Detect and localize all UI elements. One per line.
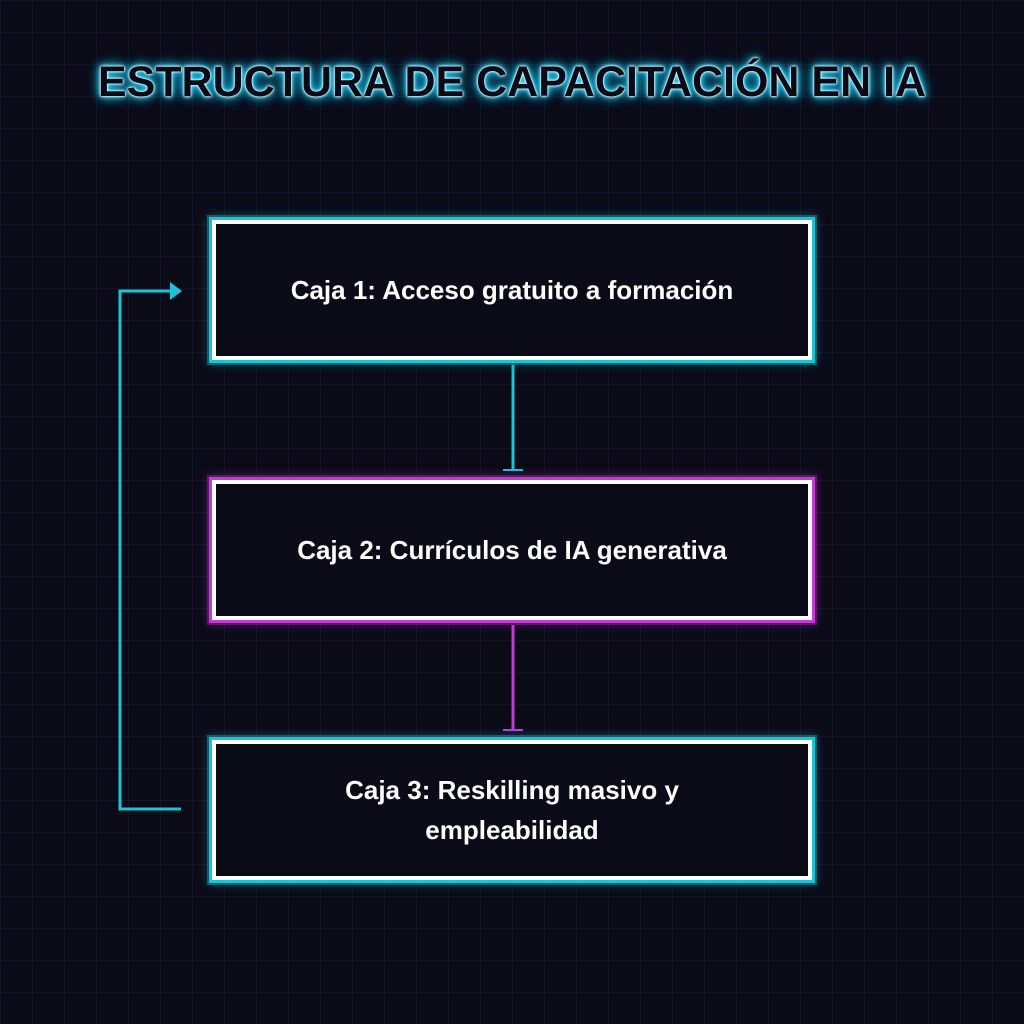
box-3-label: Caja 3: Reskilling masivo y empleabilida… xyxy=(345,775,679,845)
box-3: Caja 3: Reskilling masivo y empleabilida… xyxy=(212,740,812,880)
box-1: Caja 1: Acceso gratuito a formación xyxy=(212,220,812,360)
box-2: Caja 2: Currículos de IA generativa xyxy=(212,480,812,620)
feedback-loop-arrowhead xyxy=(170,282,182,300)
box-2-label: Caja 2: Currículos de IA generativa xyxy=(297,535,727,565)
box-1-label: Caja 1: Acceso gratuito a formación xyxy=(290,275,734,305)
feedback-loop-connector xyxy=(118,289,181,811)
diagram-title: ESTRUCTURA DE CAPACITACIÓN EN IA xyxy=(97,58,927,106)
